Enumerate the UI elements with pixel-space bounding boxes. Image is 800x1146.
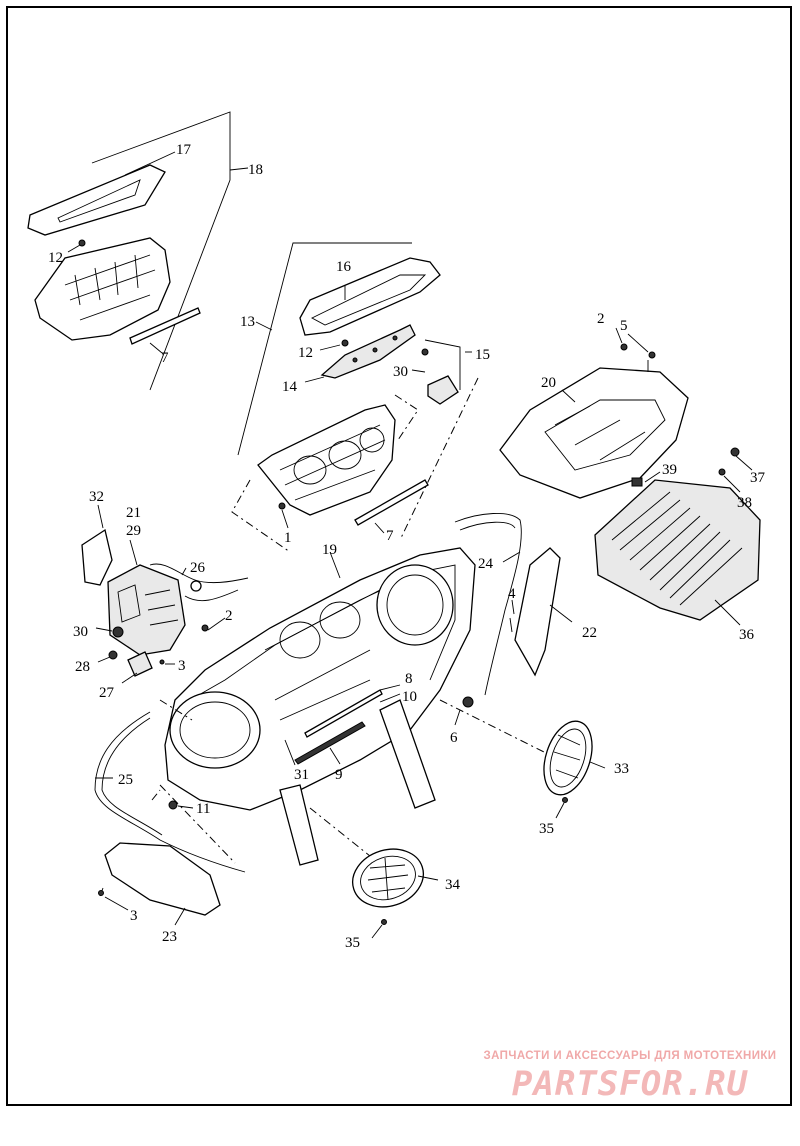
callout-16: 16 [336,259,352,275]
watermark-brand: PARTSFOR.RU [511,1064,749,1104]
left-components [81,504,249,926]
callout-8: 8 [405,671,413,687]
callout-7: 7 [161,350,169,366]
callout-30: 30 [73,624,88,640]
callout-17: 17 [176,142,192,158]
callout-numbers: 17 18 12 7 16 13 12 14 30 15 2 5 20 37 3… [48,142,766,951]
callout-12: 12 [298,345,313,361]
callout-3: 3 [130,908,138,924]
callout-11: 11 [196,801,210,817]
callout-39: 39 [662,462,677,478]
callout-29: 29 [126,523,141,539]
callout-13: 13 [240,314,255,330]
callout-31: 31 [294,767,309,783]
right-components [352,512,606,939]
callout-36: 36 [739,627,755,643]
callout-37: 37 [750,470,766,486]
watermark: ЗАПЧАСТИ И АКСЕССУАРЫ ДЛЯ МОТОТЕХНИКИ PA… [470,1050,790,1104]
callout-25: 25 [118,772,133,788]
callout-10: 10 [402,689,417,705]
callout-7: 7 [386,528,394,544]
callout-38: 38 [737,495,752,511]
callout-30: 30 [393,364,408,380]
callout-3: 3 [178,658,186,674]
callout-4: 4 [508,586,516,602]
callout-18: 18 [248,162,263,178]
callout-19: 19 [322,542,337,558]
callout-1: 1 [284,530,292,546]
callout-33: 33 [614,761,629,777]
inner-fairing-assembly-18 [27,111,249,391]
callout-26: 26 [190,560,206,576]
callout-27: 27 [99,685,115,701]
mounting-plate-20 [399,327,689,541]
callout-35: 35 [539,821,554,837]
amplifier-36 [594,447,761,626]
callout-21: 21 [126,505,141,521]
callout-35: 35 [345,935,360,951]
watermark-tagline: ЗАПЧАСТИ И АКСЕССУАРЫ ДЛЯ МОТОТЕХНИКИ [483,1050,777,1062]
callout-20: 20 [541,375,556,391]
diagram-frame [6,6,792,1106]
callout-6: 6 [450,730,458,746]
inner-fairing-assembly-13 [231,242,472,553]
callout-15: 15 [475,347,490,363]
callout-2: 2 [225,608,233,624]
callout-2: 2 [597,311,605,327]
callout-28: 28 [75,659,90,675]
callout-12: 12 [48,250,63,266]
callout-24: 24 [478,556,494,572]
callout-32: 32 [89,489,104,505]
callout-22: 22 [582,625,597,641]
callout-5: 5 [620,318,628,334]
callout-9: 9 [335,767,343,783]
callout-34: 34 [445,877,461,893]
callout-23: 23 [162,929,177,945]
callout-14: 14 [282,379,298,395]
outer-fairing-19 [159,547,561,866]
